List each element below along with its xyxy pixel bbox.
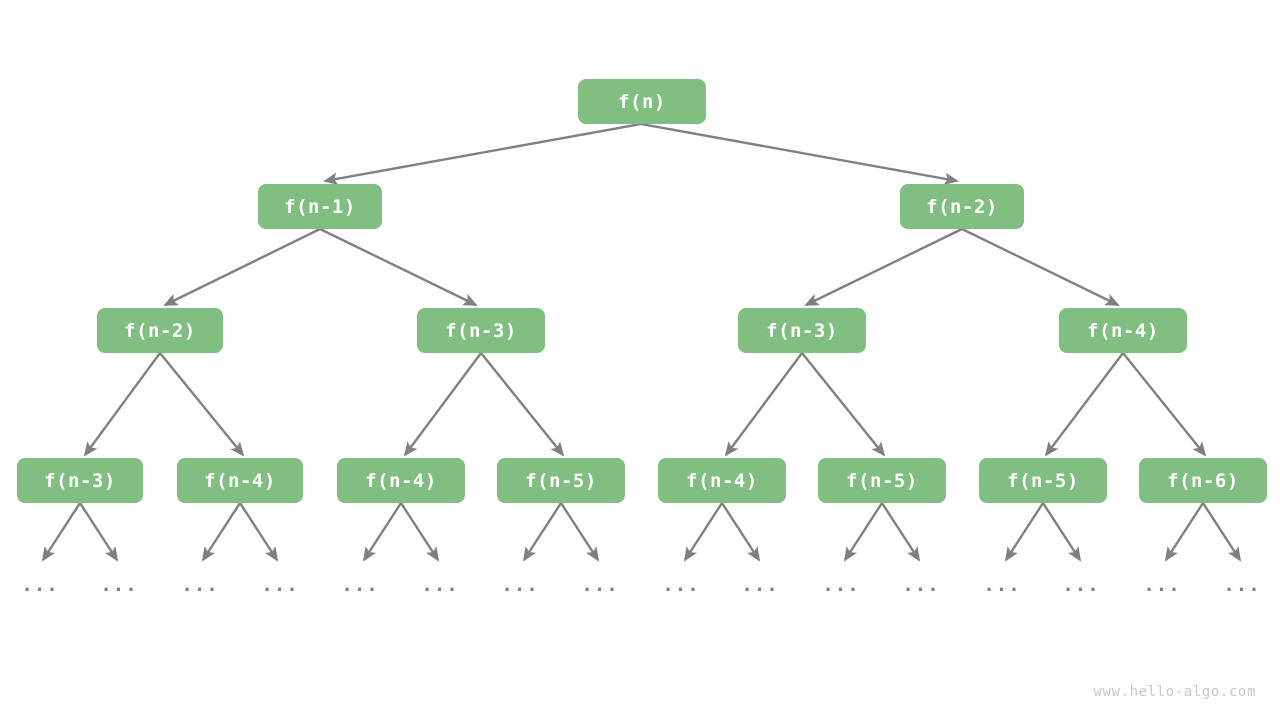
tree-node-label: f(n-4) (1087, 319, 1159, 342)
tree-node: f(n-4) (337, 458, 465, 503)
tree-node-label: f(n-2) (124, 319, 196, 342)
tree-edge (961, 227, 1120, 307)
tree-node: f(n-2) (97, 308, 223, 353)
tree-node: f(n-2) (900, 184, 1024, 229)
tree-node-label: f(n-2) (926, 195, 998, 218)
tree-edge (480, 352, 565, 457)
ellipsis-marker: ... (421, 574, 459, 596)
tree-node: f(n-4) (658, 458, 786, 503)
tree-node-label: f(n) (618, 90, 666, 113)
tree-node: f(n-3) (417, 308, 545, 353)
tree-edge (362, 502, 403, 562)
ellipsis-marker: ... (822, 574, 860, 596)
tree-edge (804, 227, 963, 307)
tree-node: f(n-5) (818, 458, 946, 503)
tree-edge (159, 352, 245, 457)
tree-edge (323, 122, 642, 185)
ellipsis-marker: ... (181, 574, 219, 596)
ellipsis-marker: ... (983, 574, 1021, 596)
tree-edge (201, 502, 242, 562)
tree-edge (1122, 352, 1207, 457)
tree-edge (801, 352, 886, 457)
ellipsis-marker: ... (581, 574, 619, 596)
tree-node-label: f(n-3) (766, 319, 838, 342)
tree-node-label: f(n-5) (525, 469, 597, 492)
tree-node-label: f(n-4) (686, 469, 758, 492)
tree-edge (78, 502, 119, 562)
tree-edge (163, 227, 321, 307)
ellipsis-marker: ... (741, 574, 779, 596)
tree-edge (83, 352, 161, 457)
ellipsis-marker: ... (902, 574, 940, 596)
tree-edge (1044, 352, 1124, 457)
tree-edge (238, 502, 279, 562)
tree-edge (683, 502, 724, 562)
ellipsis-marker: ... (261, 574, 299, 596)
tree-edge (399, 502, 440, 562)
tree-edge (1164, 502, 1205, 562)
tree-node-label: f(n-5) (1007, 469, 1079, 492)
tree-node: f(n-1) (258, 184, 382, 229)
tree-node: f(n-3) (17, 458, 143, 503)
tree-edge (843, 502, 884, 562)
tree-node-label: f(n-4) (204, 469, 276, 492)
ellipsis-marker: ... (501, 574, 539, 596)
ellipsis-marker: ... (1223, 574, 1261, 596)
tree-node: f(n) (578, 79, 706, 124)
tree-node: f(n-4) (1059, 308, 1187, 353)
ellipsis-marker: ... (21, 574, 59, 596)
tree-edge (522, 502, 563, 562)
tree-node-label: f(n-6) (1167, 469, 1239, 492)
tree-node-label: f(n-3) (445, 319, 517, 342)
tree-edge (640, 122, 959, 185)
tree-node: f(n-5) (497, 458, 625, 503)
tree-edge (1201, 502, 1242, 562)
tree-node-label: f(n-4) (365, 469, 437, 492)
tree-edge (319, 227, 478, 307)
ellipsis-marker: ... (100, 574, 138, 596)
tree-node-label: f(n-1) (284, 195, 356, 218)
tree-edge (1041, 502, 1082, 562)
tree-node-label: f(n-3) (44, 469, 116, 492)
ellipsis-marker: ... (1143, 574, 1181, 596)
tree-edge (559, 502, 600, 562)
watermark: www.hello-algo.com (1093, 684, 1256, 700)
tree-edge (41, 502, 82, 562)
ellipsis-marker: ... (1062, 574, 1100, 596)
ellipsis-marker: ... (341, 574, 379, 596)
tree-edge (880, 502, 921, 562)
tree-edge (724, 352, 803, 457)
tree-node: f(n-6) (1139, 458, 1267, 503)
tree-node: f(n-5) (979, 458, 1107, 503)
tree-edge (1004, 502, 1045, 562)
tree-node: f(n-4) (177, 458, 303, 503)
tree-edge (720, 502, 761, 562)
tree-edge (403, 352, 482, 457)
tree-node: f(n-3) (738, 308, 866, 353)
tree-node-label: f(n-5) (846, 469, 918, 492)
ellipsis-marker: ... (662, 574, 700, 596)
